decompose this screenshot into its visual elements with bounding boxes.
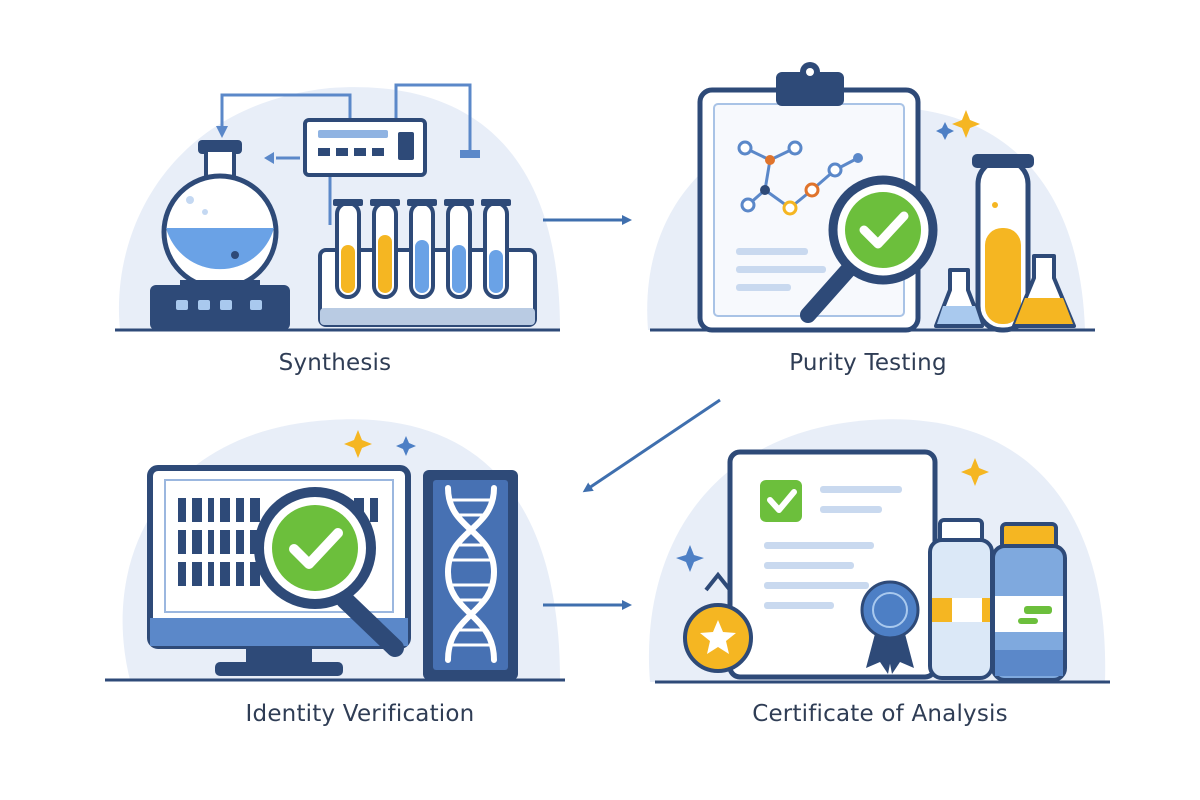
step-label-purity-testing: Purity Testing [789,350,947,376]
certificate-illustration [648,419,1110,684]
award-rosette-icon [860,580,920,674]
arrow-purity-to-identity [582,398,721,493]
erlenmeyer-flask-icon [1012,254,1076,328]
medicine-bottle-icon [928,518,994,680]
sparkle-icon [396,436,416,456]
sparkle-icon [344,430,372,458]
magnifier-check-icon [254,487,404,657]
sparkle-icon [961,458,989,486]
flow-arrows [543,215,721,610]
medicine-bottle-icon [991,522,1067,682]
test-tube-icon [972,154,1034,333]
magnifier-check-icon [800,175,938,323]
test-tube-rack-icon [318,199,537,327]
round-flask-icon [161,140,279,291]
identity-verification-illustration [105,419,565,682]
sparkle-icon [676,545,704,572]
erlenmeyer-flask-icon [934,268,984,328]
step-label-synthesis: Synthesis [278,350,392,376]
synthesis-illustration [115,83,560,332]
step-label-certificate-of-analysis: Certificate of Analysis [752,701,1008,727]
medal-star-icon [683,571,753,673]
step-label-identity-verification: Identity Verification [245,701,475,727]
sparkle-icon [952,110,980,138]
sparkle-icon [936,122,954,140]
dna-panel-icon [423,470,518,680]
purity-testing-illustration [647,62,1095,333]
